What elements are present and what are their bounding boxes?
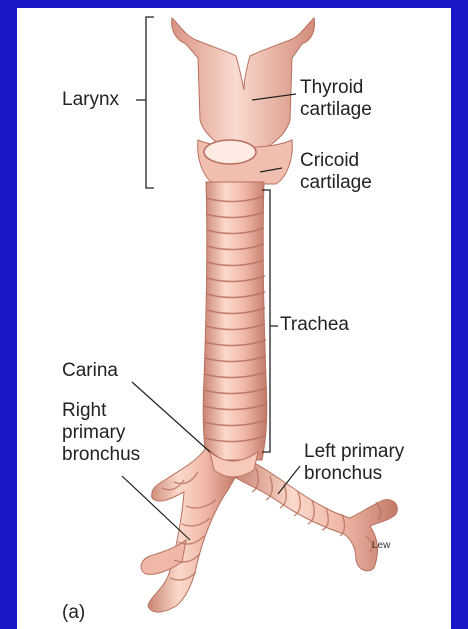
left-primary-bronchus-label: Left primary bronchus	[304, 441, 404, 485]
thyroid-cartilage-label: Thyroid cartilage	[300, 77, 372, 121]
carina-leader	[132, 382, 210, 452]
artist-credit: Lew	[372, 540, 390, 551]
cricoid-ring	[204, 140, 256, 164]
carina-label: Carina	[62, 360, 118, 382]
larynx-label: Larynx	[62, 89, 119, 111]
trachea-tube	[203, 182, 267, 460]
trachea-label: Trachea	[280, 314, 349, 336]
thyroid-cartilage-shape	[172, 18, 315, 160]
cricoid-cartilage-label: Cricoid cartilage	[300, 150, 372, 194]
right-primary-bronchus-label: Right primary bronchus	[62, 400, 140, 466]
panel-letter: (a)	[62, 602, 85, 624]
larynx-bracket	[136, 17, 154, 188]
